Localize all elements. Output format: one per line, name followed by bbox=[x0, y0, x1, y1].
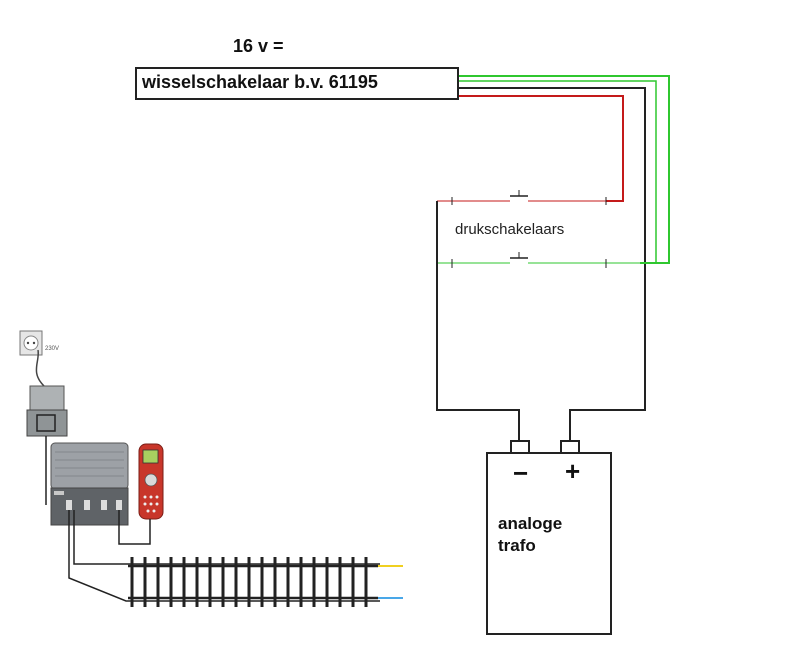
green-wire-2 bbox=[459, 80, 657, 263]
trafo-minus-label: − bbox=[513, 458, 529, 488]
trafo-plus-label: + bbox=[565, 456, 581, 486]
red-wire bbox=[459, 95, 624, 202]
trafo-terminal-plus bbox=[560, 440, 580, 454]
track-cable-top bbox=[73, 510, 380, 565]
green-wire bbox=[459, 75, 670, 264]
wall-socket-icon bbox=[19, 330, 43, 356]
switch-box bbox=[135, 67, 459, 100]
mains-cable bbox=[35, 349, 45, 387]
trafo-label-line1: analoge bbox=[498, 514, 563, 533]
trafo-label-line2: trafo bbox=[498, 536, 536, 555]
power-adapter-icon bbox=[26, 385, 68, 437]
track-cable-bottom bbox=[68, 510, 380, 602]
pushbutton-bottom bbox=[437, 252, 640, 268]
switch-box-label: wisselschakelaar b.v. 61195 bbox=[142, 72, 378, 92]
voltage-label: 16 v = bbox=[233, 36, 284, 56]
black-wire-minus bbox=[436, 201, 520, 441]
track-icon bbox=[128, 557, 403, 607]
handheld-controller-icon bbox=[138, 443, 164, 520]
trafo-label: analoge trafo bbox=[498, 513, 608, 557]
trafo-body bbox=[486, 452, 612, 635]
pushbutton-top bbox=[437, 190, 607, 205]
control-unit-icon bbox=[50, 442, 129, 526]
handset-cable bbox=[118, 510, 151, 545]
mains-voltage-label: 230V bbox=[45, 346, 60, 352]
black-wire-plus bbox=[459, 87, 646, 441]
trafo-terminal-minus bbox=[510, 440, 530, 454]
pushbutton-label: drukschakelaars bbox=[455, 221, 565, 238]
